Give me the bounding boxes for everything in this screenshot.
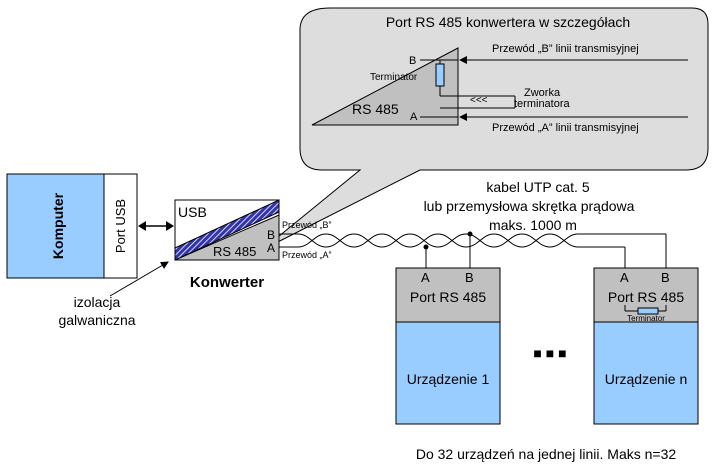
more-devices-ellipsis: ■ ■ ■ [533,345,566,361]
computer-label: Komputer [50,192,66,259]
converter-isolation-barrier [174,199,280,261]
cable-label-line3: maks. 1000 m [489,217,577,233]
device-n-port-label: Port RS 485 [608,289,684,305]
device-1-name: Urządzenie 1 [407,371,490,387]
computer-usb-port [103,173,138,279]
converter-rs485-label: RS 485 [213,244,256,259]
jumper-chevrons-icon: <<< [470,95,488,106]
device-n-pin-a: A [620,270,629,285]
converter-pin-b: B [267,228,275,242]
converter: USB RS 485 B A Konwerter [174,199,280,291]
isolation-label-line2: galwaniczna [58,312,135,328]
converter-usb-label: USB [178,204,207,220]
converter-pin-a: A [267,241,275,255]
converter-name: Konwerter [190,274,264,291]
device-1: A B Port RS 485 Urządzenie 1 [395,267,501,425]
converter-wire-b-label: Przewód „B” [282,220,332,230]
device-1-pin-a: A [421,270,430,285]
device-1-pin-b: B [465,270,474,285]
callout-pin-b: B [409,55,416,67]
jumper-label-line2: terminatora [514,98,571,110]
cable-label-line1: kabel UTP cat. 5 [486,179,589,195]
converter-wire-a-label: Przewód „A” [282,250,332,260]
computer: Komputer Port USB [6,173,138,279]
callout-wire-b-label: Przewód „B” linii transmisyjnej [492,43,639,55]
device-1-taps [423,231,473,268]
callout-rs485-block [311,47,459,126]
usb-link-double-arrow-icon [138,221,174,231]
twisted-pair-cable [279,233,666,248]
callout-wire-a-label: Przewód „A” linii transmisyjnej [492,122,639,134]
cable-label-line2: lub przemysłowa skrętka prądowa [424,198,635,214]
callout-rs485-label: RS 485 [352,101,399,117]
callout-terminator-resistor [435,63,445,87]
device-n-taps [624,234,667,268]
jumper-label-line1: Zworka [524,87,561,99]
callout-pin-a: A [410,111,418,123]
isolation-label-line1: izolacja [74,294,121,310]
device-n-name: Urządzenie n [605,371,688,387]
device-n-pin-b: B [661,270,670,285]
computer-port-label: Port USB [113,199,128,253]
callout-title: Port RS 485 konwertera w szczegółach [386,14,630,30]
device-n: A B Port RS 485 Terminator Urządzenie n [593,267,699,425]
device-n-terminator-label: Terminator [627,314,665,323]
footer-note: Do 32 urządzeń na jednej linii. Maks n=3… [416,446,677,462]
device-1-port-label: Port RS 485 [410,289,486,305]
callout-terminator-label: Terminator [370,72,418,83]
callout-bubble: Port RS 485 konwertera w szczegółach RS … [261,7,709,251]
